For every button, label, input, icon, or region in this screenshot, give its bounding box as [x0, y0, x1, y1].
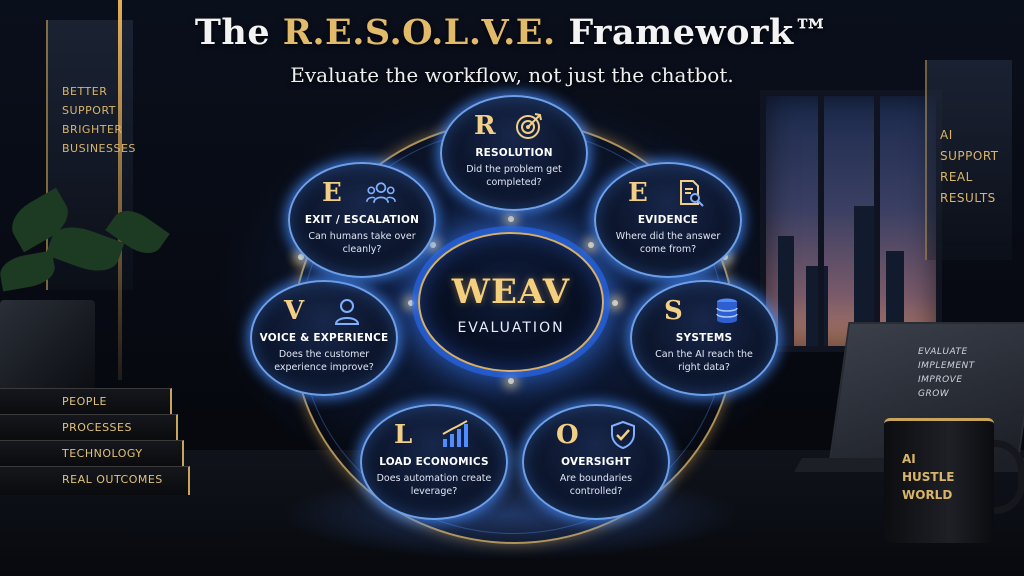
- laptop-line: EVALUATE: [918, 347, 968, 357]
- wall-slogan-left: BETTER SUPPORT BRIGHTER BUSINESSES: [62, 82, 136, 158]
- wall-slogan-line: AI: [940, 128, 953, 142]
- node-letter: E: [322, 178, 342, 208]
- document-search-icon: [680, 180, 704, 207]
- shield-check-icon: [611, 420, 635, 450]
- node-load-economics: L LOAD ECONOMICS Does automation create …: [360, 404, 508, 520]
- target-icon: [516, 113, 542, 139]
- wall-slogan-line: REAL: [940, 170, 973, 184]
- book-label: PEOPLE: [62, 395, 107, 408]
- book-real-outcomes: REAL OUTCOMES: [0, 466, 190, 495]
- node-letter: O: [556, 420, 579, 450]
- node-resolution: R RESOLUTION Did the problem get complet…: [440, 95, 588, 211]
- spark: [722, 254, 728, 260]
- mug: [884, 418, 994, 543]
- book-technology: TECHNOLOGY: [0, 440, 184, 467]
- mug-handle: [988, 440, 1024, 514]
- node-question: Are boundaries controlled?: [559, 473, 633, 497]
- node-exit-escalation: E EXIT / ESCALATION Can humans take over…: [288, 162, 436, 278]
- wall-slogan-line: RESULTS: [940, 191, 996, 205]
- page-subtitle: Evaluate the workflow, not just the chat…: [290, 63, 734, 87]
- laptop-line: IMPLEMENT: [918, 361, 975, 371]
- center-title: WEAV: [451, 272, 571, 312]
- node-name: EXIT / ESCALATION: [304, 214, 420, 226]
- book-processes: PROCESSES: [0, 414, 178, 441]
- node-name: EVIDENCE: [637, 214, 699, 226]
- wall-slogan-line: SUPPORT: [940, 149, 999, 163]
- node-name: VOICE & EXPERIENCE: [259, 332, 389, 344]
- spark: [408, 300, 414, 306]
- node-oversight: O OVERSIGHT Are boundaries controlled?: [522, 404, 670, 520]
- wall-slogan-right: AI SUPPORT REAL RESULTS: [940, 125, 999, 209]
- node-question: Where did the answer come from?: [615, 231, 721, 255]
- book-label: TECHNOLOGY: [62, 447, 143, 460]
- node-question: Does the customer experience improve?: [274, 349, 374, 373]
- node-letter: V: [284, 296, 305, 326]
- node-letter: S: [664, 296, 683, 326]
- spark: [298, 254, 304, 260]
- spark: [430, 242, 436, 248]
- database-icon: [716, 298, 738, 323]
- book-people: PEOPLE: [0, 388, 172, 415]
- city-window: [760, 90, 942, 352]
- plant-pot: [0, 300, 95, 390]
- spark: [508, 378, 514, 384]
- node-name: OVERSIGHT: [561, 456, 631, 468]
- node-question: Does automation create leverage?: [376, 473, 492, 497]
- bar-chart-icon: [442, 420, 468, 447]
- laptop-line: GROW: [918, 389, 950, 399]
- mug-line: AI: [902, 452, 916, 466]
- center-hub: WEAV EVALUATION: [418, 232, 604, 372]
- node-letter: L: [394, 420, 413, 450]
- gold-light-strip: [118, 0, 122, 380]
- book-label: REAL OUTCOMES: [62, 473, 163, 486]
- person-icon: [334, 299, 360, 325]
- wall-slogan-line: BUSINESSES: [62, 142, 136, 155]
- node-letter: E: [628, 178, 648, 208]
- node-evidence: E EVIDENCE Where did the answer come fro…: [594, 162, 742, 278]
- wall-slogan-line: BRIGHTER: [62, 123, 123, 136]
- laptop-text: EVALUATE IMPLEMENT IMPROVE GROW: [918, 345, 975, 401]
- node-letter: R: [474, 111, 496, 141]
- node-systems: S SYSTEMS Can the AI reach the right dat…: [630, 280, 778, 396]
- node-name: LOAD ECONOMICS: [379, 456, 489, 468]
- node-voice-experience: V VOICE & EXPERIENCE Does the customer e…: [250, 280, 398, 396]
- spark: [612, 300, 618, 306]
- node-question: Can humans take over cleanly?: [308, 231, 416, 255]
- node-question: Did the problem get completed?: [466, 164, 562, 188]
- title-suffix: Framework™: [555, 12, 830, 53]
- book-label: PROCESSES: [62, 421, 132, 434]
- laptop-line: IMPROVE: [918, 375, 963, 385]
- mug-line: WORLD: [902, 488, 953, 502]
- title-prefix: The: [194, 12, 283, 53]
- node-question: Can the AI reach the right data?: [655, 349, 753, 373]
- node-name: SYSTEMS: [675, 332, 733, 344]
- spark: [588, 242, 594, 248]
- node-name: RESOLUTION: [475, 147, 553, 159]
- wall-slogan-line: SUPPORT: [62, 104, 117, 117]
- title-acronym: R.E.S.O.L.V.E.: [282, 12, 556, 53]
- spark: [508, 216, 514, 222]
- page-title: The R.E.S.O.L.V.E. Framework™: [0, 12, 1024, 53]
- wall-slogan-line: BETTER: [62, 85, 108, 98]
- mug-line: HUSTLE: [902, 470, 955, 484]
- glass-panel-right: [925, 60, 1012, 260]
- mug-text: AI HUSTLE WORLD: [902, 450, 954, 504]
- team-icon: [366, 182, 396, 203]
- center-subtitle: EVALUATION: [457, 320, 565, 336]
